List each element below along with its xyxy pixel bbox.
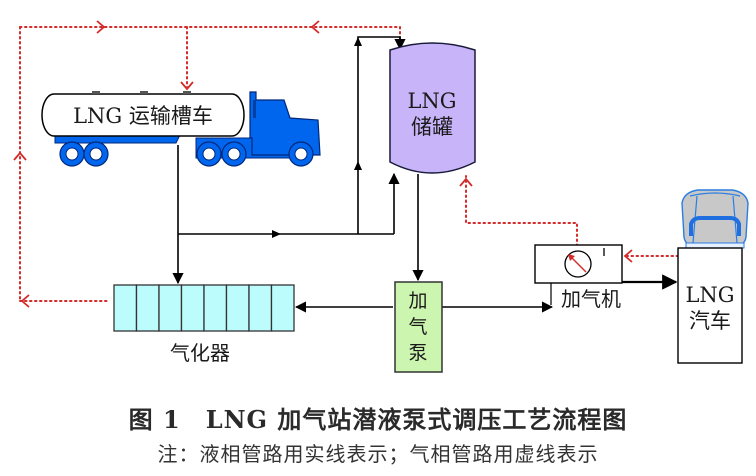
liquid-arrow-up-icon	[354, 37, 362, 46]
gas-arrow-left-icon	[20, 294, 30, 308]
gas-arrow-up-icon	[13, 151, 27, 161]
lng-storage-tank[interactable]: LNG 储罐	[389, 42, 476, 174]
gas-lines	[13, 20, 679, 308]
dispenser-label: 加气机	[561, 287, 621, 311]
filling-pump[interactable]: 加 气 泵	[394, 281, 443, 373]
gas-arrow-left-icon	[310, 20, 320, 34]
vaporizer-cell	[113, 284, 138, 332]
liquid-line-top-fill	[357, 36, 406, 234]
car-front-icon	[681, 189, 749, 249]
figure-note: 注：液相管路用实线表示；气相管路用虚线表示	[157, 442, 599, 466]
tanker-label: LNG 运输槽车	[73, 104, 213, 128]
vehicle-label-line1: LNG	[685, 283, 734, 307]
vaporizer-cell	[225, 284, 250, 332]
tanker-truck-icon[interactable]: LNG 运输槽车	[41, 91, 321, 167]
vaporizer-cell	[135, 284, 160, 332]
vaporizer-cell	[180, 284, 205, 332]
gas-arrow-up-icon	[459, 177, 473, 187]
gas-arrow-down-icon	[180, 81, 194, 91]
gas-arrow-left-icon	[623, 249, 633, 263]
lng-vehicle[interactable]: LNG 汽车	[677, 189, 749, 364]
liquid-lines	[172, 36, 678, 313]
vaporizer[interactable]: 气化器	[113, 284, 295, 365]
liquid-arrow-up-icon	[354, 161, 362, 170]
vaporizer-cell	[158, 284, 183, 332]
vehicle-label-line2: 汽车	[689, 309, 731, 333]
pump-label-char-1: 加	[408, 290, 427, 312]
vaporizer-cell	[270, 284, 295, 332]
gas-arrow-right-icon	[96, 20, 106, 34]
pump-label-char-2: 气	[408, 316, 427, 338]
gas-line-dispenser-return	[465, 175, 578, 247]
vaporizer-label: 气化器	[170, 341, 230, 365]
process-flow-diagram: LNG 运输槽车 LNG 储罐 气化器 加 气 泵 加气机	[13, 20, 749, 373]
pressure-gauge-icon	[564, 250, 592, 278]
vaporizer-cell	[248, 284, 273, 332]
pump-label-char-3: 泵	[408, 342, 427, 364]
figure-title: 图 1 LNG 加气站潜液泵式调压工艺流程图	[128, 405, 628, 434]
vaporizer-cell	[203, 284, 228, 332]
gas-dispenser[interactable]: 加气机	[534, 244, 623, 311]
storage-tank-label-line1: LNG	[407, 89, 456, 113]
storage-tank-label-line2: 储罐	[411, 115, 453, 139]
liquid-arrow-right-icon	[272, 230, 281, 238]
